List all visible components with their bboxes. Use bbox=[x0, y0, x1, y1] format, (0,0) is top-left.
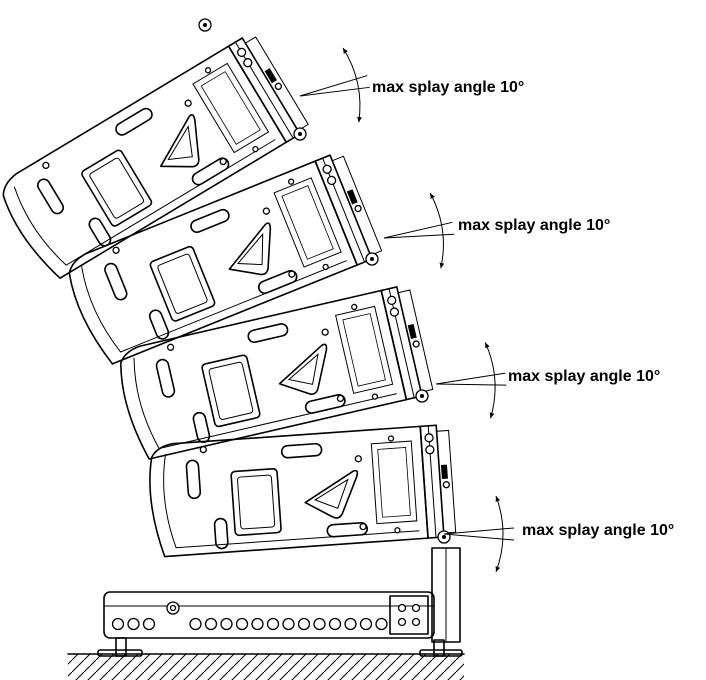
base-hole bbox=[220, 617, 233, 631]
speaker-module-2 bbox=[60, 149, 384, 369]
pivot-pins bbox=[198, 18, 451, 544]
base-hole bbox=[204, 617, 218, 631]
base-hole bbox=[344, 617, 357, 631]
splay-label-1: max splay angle 10° bbox=[372, 79, 524, 96]
base-hole bbox=[359, 617, 373, 631]
base-hole bbox=[328, 617, 342, 631]
speaker-module-1 bbox=[0, 31, 312, 285]
base-hole bbox=[235, 617, 249, 631]
splay-indicator-2 bbox=[379, 191, 459, 276]
base-hole bbox=[127, 617, 140, 631]
splay-label-4: max splay angle 10° bbox=[522, 522, 674, 539]
base-hole bbox=[189, 617, 202, 631]
splay-indicator-3 bbox=[433, 341, 508, 422]
splay-label-3: max splay angle 10° bbox=[508, 368, 660, 385]
base-frame bbox=[97, 547, 463, 657]
floor bbox=[67, 653, 465, 680]
speaker-module-4 bbox=[146, 423, 457, 559]
splay-indicator-1 bbox=[292, 44, 376, 133]
speaker-module-3 bbox=[113, 283, 435, 463]
splay-label-2: max splay angle 10° bbox=[458, 217, 610, 234]
base-hole bbox=[142, 617, 156, 631]
base-hole bbox=[313, 617, 326, 631]
base-hole bbox=[375, 617, 388, 631]
base-hole bbox=[251, 617, 264, 631]
base-hole bbox=[111, 617, 125, 631]
base-hole bbox=[297, 617, 311, 631]
splay-indicator-4 bbox=[444, 496, 514, 572]
base-hole bbox=[266, 617, 280, 631]
base-hole bbox=[282, 617, 295, 631]
